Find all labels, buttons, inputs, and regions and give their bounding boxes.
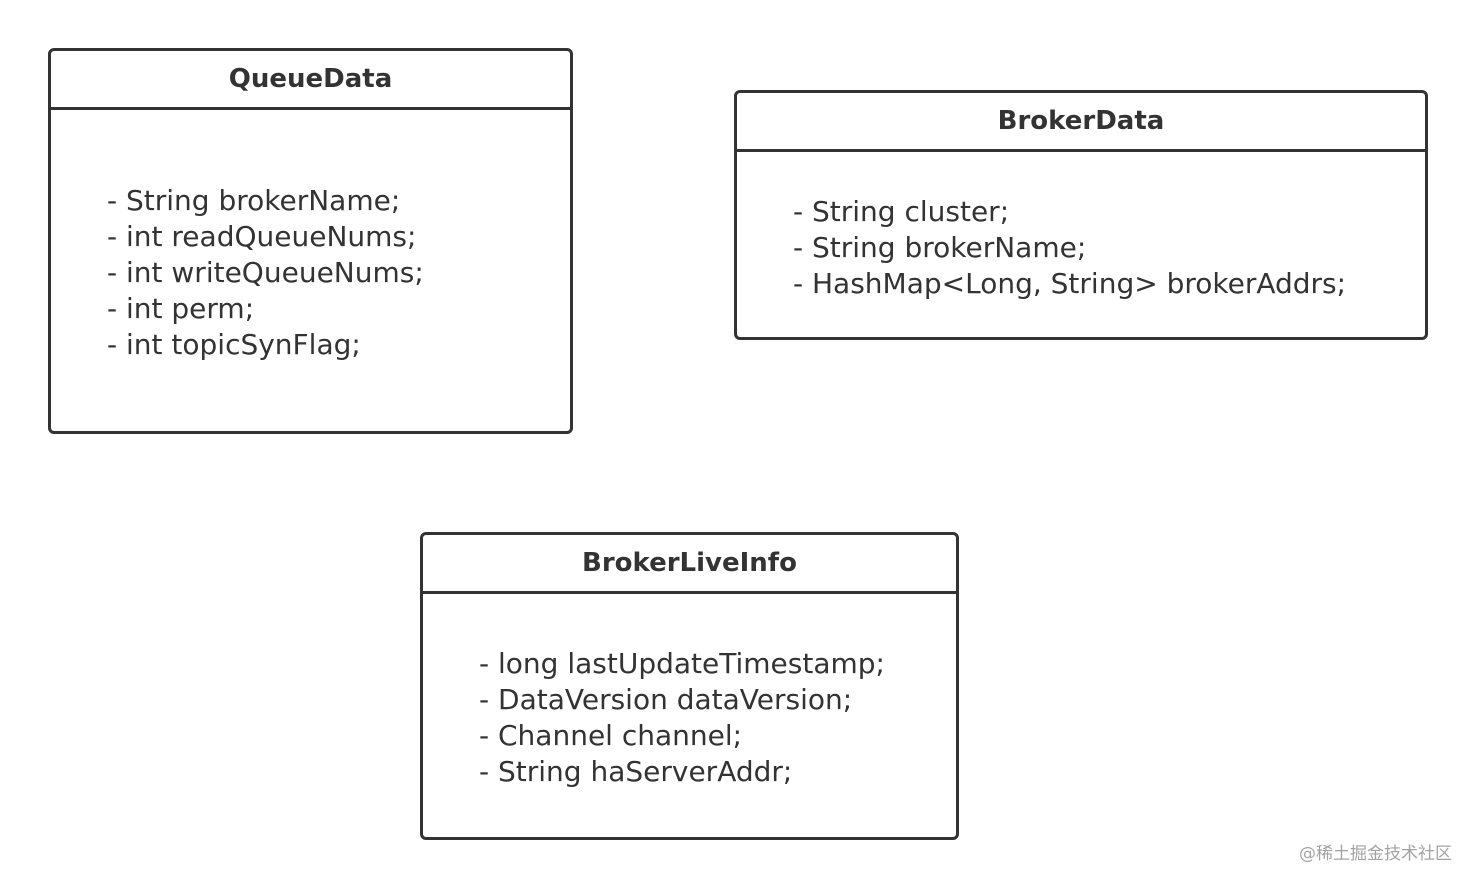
class-attributes-queue-data: - String brokerName; - int readQueueNums… bbox=[51, 183, 570, 363]
attribute-line: - String cluster; bbox=[793, 195, 1010, 228]
attribute-line: - String haServerAddr; bbox=[479, 755, 793, 788]
class-name-broker-live-info: BrokerLiveInfo bbox=[423, 535, 956, 594]
class-name-queue-data: QueueData bbox=[51, 51, 570, 110]
attribute-line: - DataVersion dataVersion; bbox=[479, 683, 853, 716]
class-attributes-broker-data: - String cluster; - String brokerName; -… bbox=[737, 194, 1425, 302]
class-box-broker-live-info: BrokerLiveInfo - long lastUpdateTimestam… bbox=[420, 532, 959, 840]
attribute-line: - String brokerName; bbox=[107, 184, 401, 217]
class-box-queue-data: QueueData - String brokerName; - int rea… bbox=[48, 48, 573, 434]
class-attributes-broker-live-info: - long lastUpdateTimestamp; - DataVersio… bbox=[423, 646, 956, 790]
attribute-line: - int writeQueueNums; bbox=[107, 256, 424, 289]
attribute-line: - int readQueueNums; bbox=[107, 220, 417, 253]
attribute-line: - Channel channel; bbox=[479, 719, 743, 752]
class-box-broker-data: BrokerData - String cluster; - String br… bbox=[734, 90, 1428, 340]
class-name-broker-data: BrokerData bbox=[737, 93, 1425, 152]
attribute-line: - long lastUpdateTimestamp; bbox=[479, 647, 885, 680]
attribute-line: - int perm; bbox=[107, 292, 255, 325]
watermark: @稀土掘金技术社区 bbox=[1299, 844, 1452, 864]
attribute-line: - int topicSynFlag; bbox=[107, 328, 361, 361]
attribute-line: - HashMap<Long, String> brokerAddrs; bbox=[793, 267, 1347, 300]
attribute-line: - String brokerName; bbox=[793, 231, 1087, 264]
